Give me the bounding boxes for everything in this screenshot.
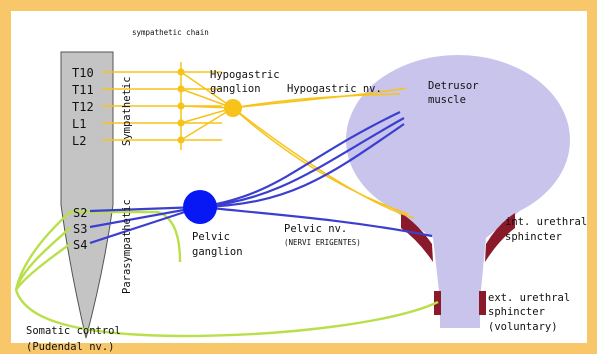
pelvic-ganglion-label-line2: ganglion	[192, 246, 243, 258]
external-sphincter-right	[479, 291, 486, 315]
segment-t11: T11	[72, 83, 94, 97]
segment-l1: L1	[72, 117, 86, 131]
bladder-dome	[346, 55, 570, 225]
hypogastric-ganglion-label-line1: Hypogastric	[210, 69, 280, 81]
internal-sphincter-label-line1: int. urethral	[505, 216, 587, 228]
spinal-cord	[60, 51, 114, 339]
internal-sphincter-left	[401, 213, 433, 262]
sympathetic-nerves	[102, 62, 415, 219]
internal-sphincter-label-line2: sphincter	[505, 231, 562, 243]
segment-s3: S3	[73, 222, 87, 236]
external-sphincter-label-line1: ext. urethral	[488, 292, 570, 304]
pelvic-nerve-label: Pelvic nv.	[284, 223, 347, 235]
internal-sphincter-right	[485, 213, 515, 262]
detrusor-label-line2: muscle	[428, 94, 466, 106]
somatic-label-line2: (Pudendal nv.)	[26, 341, 115, 353]
somatic-label-line1: Somatic control	[26, 325, 121, 337]
detrusor-label-line1: Detrusor	[428, 80, 479, 92]
somatic-nerves	[14, 210, 439, 338]
pelvic-ganglion-label-line1: Pelvic	[192, 231, 230, 243]
sympathetic-ganglia	[177, 68, 185, 144]
segment-l2: L2	[72, 134, 86, 148]
segment-t10: T10	[72, 66, 94, 80]
segment-s4: S4	[73, 238, 87, 252]
sympathetic-label: Sympathetic	[121, 76, 133, 146]
hypogastric-ganglion	[224, 99, 242, 117]
external-sphincter-label-line3: (voluntary)	[488, 321, 558, 333]
segment-s2: S2	[73, 206, 87, 220]
hypogastric-nerve-label: Hypogastric nv.	[287, 83, 382, 95]
parasympathetic-label: Parasympathetic	[121, 199, 133, 294]
bladder-neck-urethra	[393, 210, 521, 328]
nervi-erigentes-label: (NERVI ERIGENTES)	[284, 238, 361, 247]
hypogastric-ganglion-label-line2: ganglion	[210, 83, 261, 95]
segment-t12: T12	[72, 100, 94, 114]
pelvic-ganglion	[183, 190, 217, 224]
title-label: sympathetic chain	[132, 28, 209, 37]
parasympathetic-nerves	[89, 111, 433, 245]
external-sphincter-label-line2: sphincter	[488, 306, 545, 318]
